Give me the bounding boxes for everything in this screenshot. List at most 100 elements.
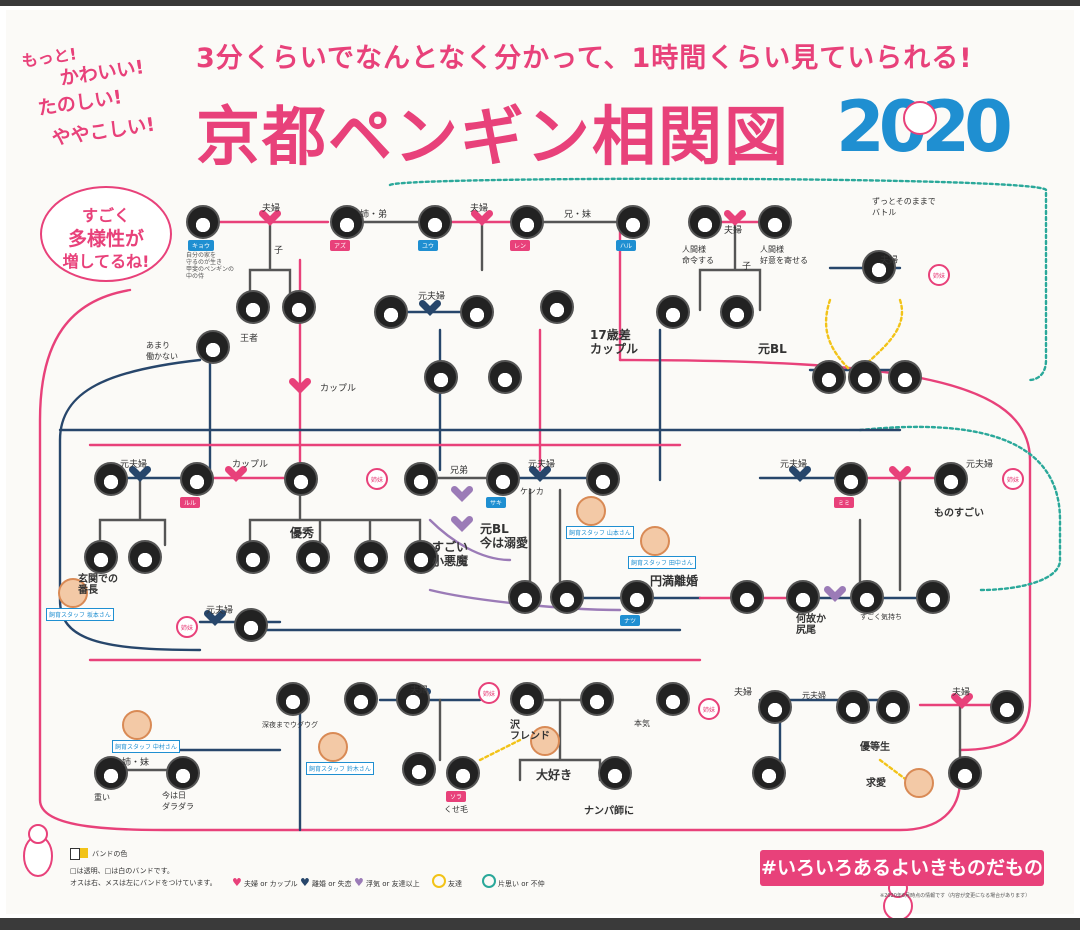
note-mono: ものすごい: [934, 508, 984, 519]
bottom-border: [0, 918, 1080, 930]
hashtag-banner: #いろいろあるよいきものだもの: [760, 850, 1044, 886]
heart-2: [470, 209, 494, 226]
note-kenka: ケンカ: [520, 487, 544, 496]
outer-loop-blue-left: [58, 358, 202, 652]
penguin-node: [550, 580, 584, 614]
penguin-node: [234, 608, 268, 642]
legend-band-note-1: □は透明、□は白のバンドです。: [70, 867, 174, 875]
penguin-node: [720, 295, 754, 329]
penguin-name-pill: ユウ: [418, 240, 439, 251]
penguin-mascot-title: [903, 101, 937, 135]
legend-affair-heart-icon: ♥: [354, 876, 364, 889]
penguin-node: [510, 205, 544, 239]
staff-photo: [58, 578, 88, 608]
penguin-node: [688, 205, 722, 239]
penguin-name-pill: サキ: [486, 497, 507, 508]
penguin-name-pill: ソラ: [446, 791, 467, 802]
outer-loop-teal: [388, 177, 1048, 382]
penguin-name-pill: ルル: [180, 497, 201, 508]
penguin-node: [876, 690, 910, 724]
staff-photo: [576, 496, 606, 526]
penguin-name-pill: ハル: [616, 240, 637, 251]
broken-heart-4: [788, 465, 812, 482]
note-omoi: 重い: [94, 793, 110, 802]
penguin-node: [180, 462, 214, 496]
penguin-node: [836, 690, 870, 724]
band-color-swatch-yellow: [80, 848, 88, 858]
penguin-node: [934, 462, 968, 496]
label-ani-imouto: 兄・妹: [564, 210, 592, 220]
legend-couple: 夫婦 or カップル: [244, 880, 298, 888]
penguin-name-pill: キョウ: [188, 240, 215, 251]
penguin-node: [758, 690, 792, 724]
penguin-node: [758, 205, 792, 239]
staff-photo: [640, 526, 670, 556]
penguin-node: [446, 756, 480, 790]
penguin-node: [616, 205, 650, 239]
note-honkou: 本気: [634, 719, 650, 728]
note-ossan: 何故か 尻尾: [796, 614, 826, 636]
note-kyuuai: 求愛: [866, 778, 886, 789]
note-genkan: 玄関での 番長: [78, 574, 118, 596]
outer-loop-pink-right: [618, 358, 1032, 752]
sibling-tag: 姉妹: [698, 698, 720, 720]
note-nanpa: ナンパ師に: [584, 806, 634, 817]
penguin-node: [460, 295, 494, 329]
penguin-node: [84, 540, 118, 574]
penguin-node: [508, 580, 542, 614]
label-ane-imouto: 姉・妹: [122, 758, 150, 768]
affair-line-1: [428, 518, 512, 562]
legend-exwife: 離婚 or 失恋: [312, 880, 352, 888]
band-color-swatch: [70, 848, 80, 860]
staff-photo: [904, 768, 934, 798]
penguin-node: [850, 580, 884, 614]
sibling-tag: 姉妹: [928, 264, 950, 286]
label-moto-fuufu: 元夫婦: [418, 292, 446, 302]
penguin-node: [196, 330, 230, 364]
penguin-node: [186, 205, 220, 239]
note-sugoi-shoubi: すごい 小悪魔: [432, 540, 469, 568]
child-tree-5: [248, 476, 422, 547]
label-fuufu-7: 夫婦: [952, 688, 971, 698]
note-yuutousei: 優等生: [860, 742, 890, 753]
penguin-node: [166, 756, 200, 790]
penguin-node: [402, 752, 436, 786]
penguin-node: [396, 682, 430, 716]
penguin-node: [344, 682, 378, 716]
label-fuufu-3: 夫婦: [724, 226, 743, 236]
penguin-node: [812, 360, 846, 394]
penguin-node: [656, 682, 690, 716]
penguin-node: [236, 540, 270, 574]
top-border: [0, 0, 1080, 6]
child-tree-7: [858, 476, 902, 592]
penguin-node: [580, 682, 614, 716]
penguin-node: [128, 540, 162, 574]
legend-broken-heart-icon: ♥: [300, 876, 310, 889]
note-shiniya: 深夜までウグウグ: [262, 721, 318, 729]
legend-heart-couple-icon: ♥: [232, 876, 242, 889]
affair-heart-1: [450, 485, 474, 502]
penguin-node: [730, 580, 764, 614]
penguin-name-pill: レン: [510, 240, 531, 251]
label-moto-fuufu-4: 元夫婦: [780, 460, 808, 470]
heart-8: [288, 377, 312, 394]
staff-label: 飼育スタッフ 田中さん: [628, 556, 696, 569]
penguin-node: [586, 462, 620, 496]
penguin-mascot-bottom-right: [883, 878, 913, 921]
penguin-node: [834, 462, 868, 496]
note-ikigai: 自分の家を 守るのが生き 甲斐のペンギンの 中の侍: [186, 252, 235, 280]
penguin-node: [284, 462, 318, 496]
outer-loop-pink-left: [38, 288, 962, 832]
label-child-2: 子: [742, 262, 752, 272]
legend-friend-icon: [432, 874, 446, 888]
penguin-node: [848, 360, 882, 394]
penguin-node: [354, 540, 388, 574]
child-tree-1: [248, 220, 292, 302]
staff-label: 飼育スタッフ 坂本さん: [46, 608, 114, 621]
heart-7: [950, 692, 974, 709]
note-oushou: 王者: [240, 334, 259, 344]
penguin-node: [94, 756, 128, 790]
penguin-node: [510, 682, 544, 716]
bubble-line-1: すごく: [81, 206, 130, 225]
